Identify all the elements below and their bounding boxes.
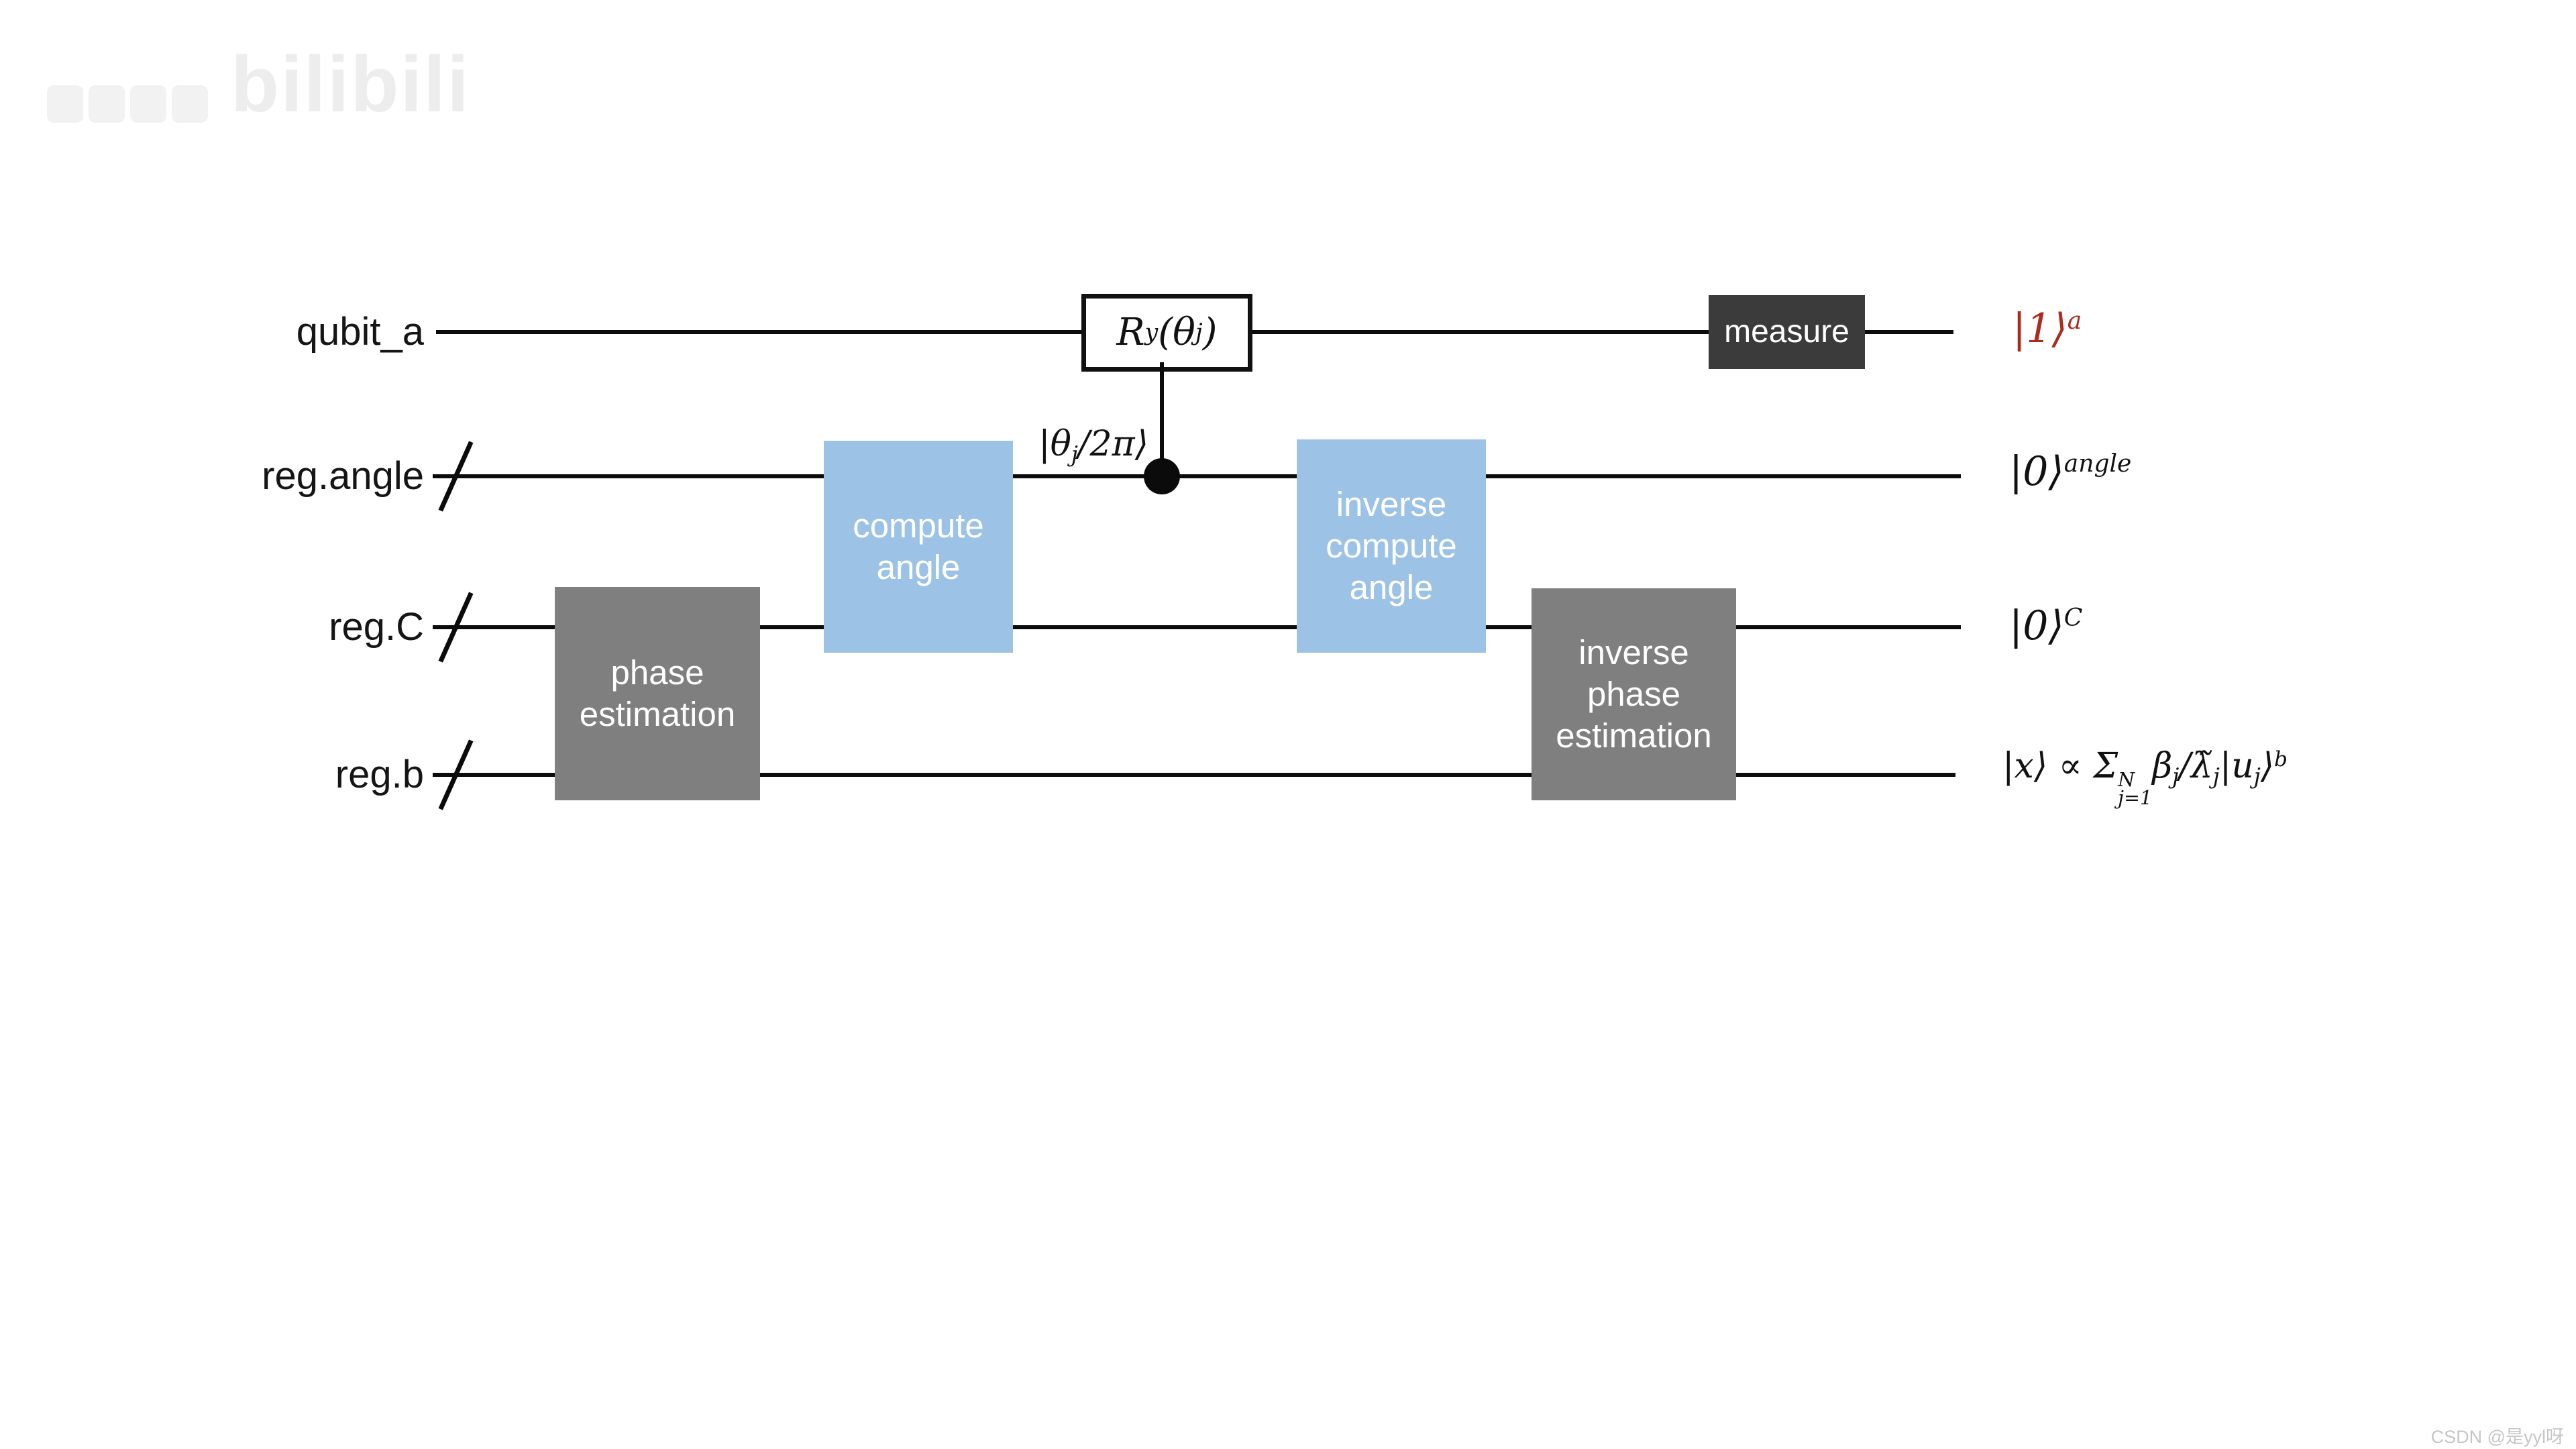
output-reg-angle: |0⟩angle: [2009, 448, 2132, 495]
uploader-name-blur: [47, 85, 208, 123]
gate-inverse-phase-estimation: inverse phase estimation: [1532, 588, 1736, 800]
control-state-label: |θj/2π⟩: [1038, 424, 1148, 468]
wire-label-qubit-a: qubit_a: [296, 310, 424, 354]
csdn-watermark: CSDN @是yyl呀: [2430, 1427, 2564, 1447]
gate-phase-estimation: phase estimation: [555, 587, 760, 800]
control-line: [1160, 362, 1164, 476]
control-dot: [1144, 458, 1180, 494]
gate-measure: measure: [1709, 295, 1865, 369]
wire-segment: [433, 625, 555, 629]
bilibili-watermark: bilibili: [47, 39, 470, 130]
wire-segment: [436, 330, 1081, 334]
wire-label-reg-b: reg.b: [335, 753, 424, 796]
gate-inverse-compute-angle: inverse compute angle: [1297, 439, 1486, 653]
wire-segment: [760, 625, 824, 629]
output-reg-c: |0⟩C: [2009, 602, 2083, 649]
wire-label-reg-c: reg.C: [329, 605, 424, 649]
wire-segment: [1736, 625, 1961, 629]
wire-segment: [1013, 625, 1297, 629]
wire-segment: [1486, 474, 1961, 478]
wire-segment: [760, 773, 1532, 777]
wire-segment: [433, 773, 555, 777]
wire-label-reg-angle: reg.angle: [262, 454, 424, 498]
wire-segment: [1865, 330, 1953, 334]
wire-segment: [1736, 773, 1955, 777]
wire-segment: [433, 474, 824, 478]
wire-segment: [1486, 625, 1532, 629]
gate-compute-angle: compute angle: [824, 441, 1013, 653]
bilibili-logo: bilibili: [231, 40, 470, 129]
wire-segment: [1243, 330, 1709, 334]
output-qubit-a: |1⟩a: [2012, 305, 2082, 352]
